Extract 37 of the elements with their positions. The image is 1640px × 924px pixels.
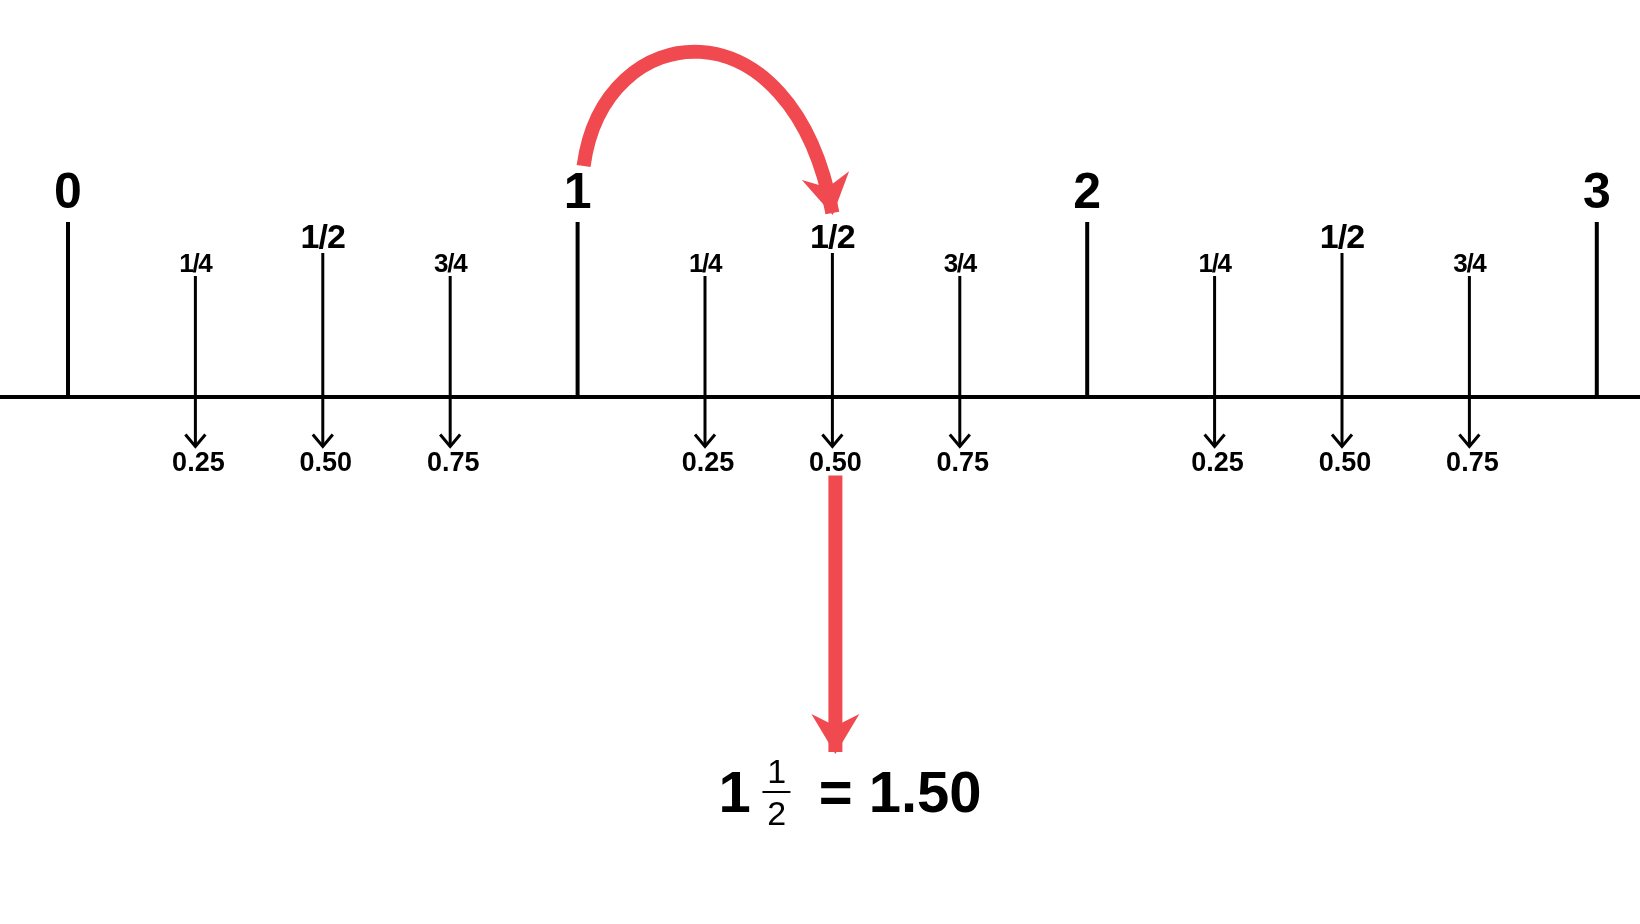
fraction-label: 1/2	[810, 219, 855, 253]
fraction-label: 1/4	[179, 250, 212, 276]
arrow	[1330, 253, 1354, 448]
decimal-label: 0.50	[1318, 448, 1372, 476]
arrow	[693, 276, 717, 448]
curved-arrow	[576, 45, 846, 215]
decimal-label: 0.75	[426, 448, 480, 476]
fraction-label: 3/4	[1453, 250, 1486, 276]
decimal-label: 0.25	[681, 448, 735, 476]
curved-arrow	[811, 475, 860, 754]
number-label: 2	[1073, 166, 1102, 216]
arrow	[1457, 276, 1481, 448]
denominator: 2	[767, 796, 787, 830]
number-label: 1	[563, 166, 592, 216]
arrow	[311, 253, 335, 448]
fraction-label: 3/4	[943, 250, 976, 276]
number-label: 0	[54, 166, 82, 216]
fraction-label: 3/4	[434, 250, 467, 276]
number-label: 3	[1582, 166, 1611, 216]
decimal-label: 0.50	[299, 448, 353, 476]
decimal-label: 0.50	[809, 448, 862, 476]
arrow	[183, 276, 207, 448]
decimal-label: 0.25	[172, 448, 225, 476]
decimal-label: 0.75	[1446, 448, 1499, 476]
arrow	[948, 276, 972, 448]
fraction-label: 1/4	[1198, 250, 1231, 276]
arrow	[1203, 276, 1227, 448]
decimal-label: 0.25	[1191, 448, 1244, 476]
equation-text: = 1.50	[818, 763, 982, 821]
whole-number: 1	[718, 763, 751, 821]
fraction-label: 1/4	[688, 250, 722, 276]
fraction-label: 1/2	[300, 219, 346, 253]
numerator: 1	[767, 754, 787, 788]
arrow	[438, 276, 462, 448]
fraction-label: 1/2	[1319, 219, 1365, 253]
arrow	[820, 253, 844, 448]
decimal-label: 0.75	[936, 448, 990, 476]
